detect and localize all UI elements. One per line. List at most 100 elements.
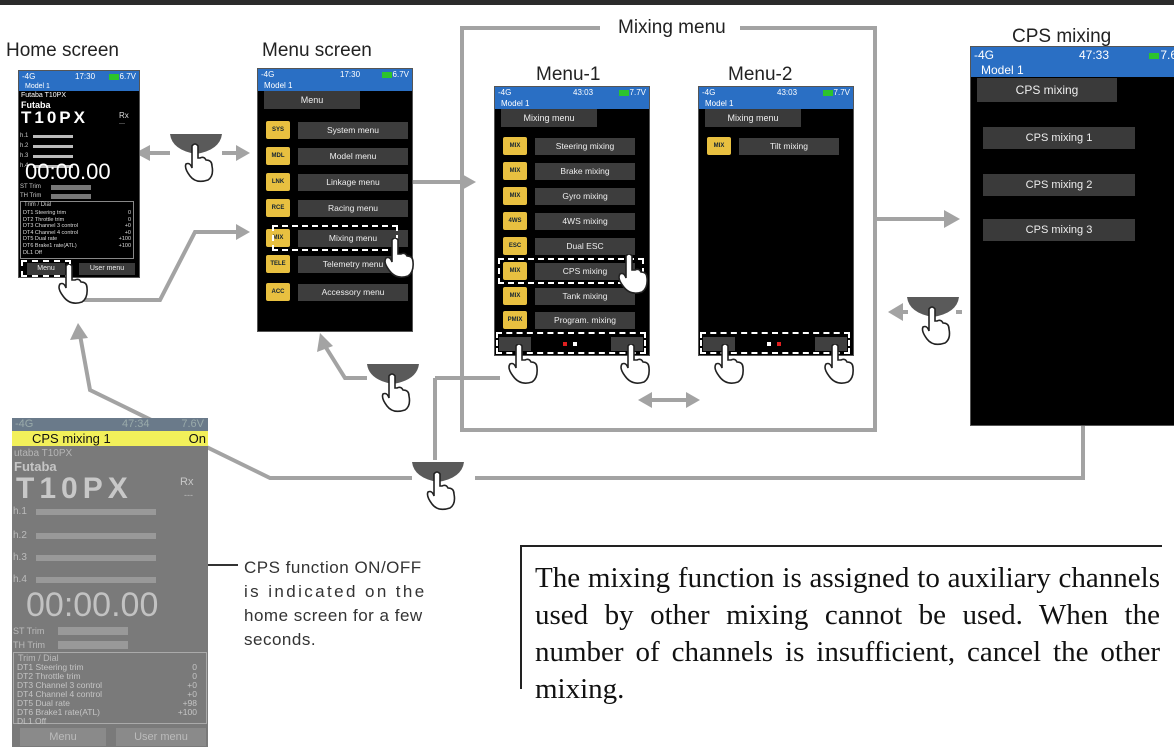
menu-item-system[interactable]: System menu: [298, 122, 408, 139]
telemetry-icon: TELE: [266, 255, 290, 273]
arrow-back-menu: [323, 344, 367, 380]
arrow-home-menu: [82, 230, 240, 302]
rx-label: Rx: [180, 476, 194, 488]
channel-bar: [33, 135, 73, 138]
trim-row: DT4 Channel 4 control+0: [23, 229, 131, 236]
rx-value: ---: [184, 490, 193, 500]
accessory-icon: ACC: [266, 283, 290, 301]
menu-button[interactable]: Menu: [20, 728, 106, 746]
trim-row: DT3 Channel 3 control+0: [23, 223, 131, 230]
trim-row: DL1 Off: [17, 716, 47, 726]
model-name: Model 1: [258, 81, 412, 91]
mixing-menu-title: Mixing menu: [705, 109, 801, 127]
trim-row: DT4 Channel 4 control+0: [17, 689, 197, 699]
model-name: Model 1: [699, 99, 853, 109]
status-signal: -4G: [261, 70, 275, 79]
user-menu-button[interactable]: User menu: [79, 263, 135, 275]
mixing-item-dual-esc[interactable]: Dual ESC: [535, 238, 635, 255]
callout-line: seconds.: [244, 630, 317, 649]
mixing-item-gyro[interactable]: Gyro mixing: [535, 188, 635, 205]
trim-row: DT5 Dual rate+100: [23, 236, 131, 243]
trim-row: DT5 Dual rate+98: [17, 698, 197, 708]
mixing-item-brake[interactable]: Brake mixing: [535, 163, 635, 180]
cps-mixing-1-button[interactable]: CPS mixing 1: [983, 127, 1135, 149]
mixing-item-4ws[interactable]: 4WS mixing: [535, 213, 635, 230]
label-menu-2: Menu-2: [728, 64, 793, 85]
menu-item-model[interactable]: Model menu: [298, 148, 408, 165]
tap-finger-icon: [620, 344, 650, 384]
status-bar: -4G 47:34 7.6V: [12, 418, 208, 431]
menu-item-telemetry[interactable]: Telemetry menu: [298, 256, 408, 273]
prev-page-button[interactable]: [499, 337, 531, 351]
page-dot-active: [563, 342, 567, 346]
tap-hand-icon: [367, 364, 419, 413]
highlight-cps-item: [498, 258, 644, 284]
label-menu-screen: Menu screen: [262, 40, 372, 61]
menu-item-mixing[interactable]: Mixing menu: [298, 230, 408, 247]
status-time: 43:03: [573, 88, 594, 97]
menu-item-accessory[interactable]: Accessory menu: [298, 284, 408, 301]
next-page-button[interactable]: [611, 337, 643, 351]
mixing-item-program[interactable]: Program. mixing: [535, 312, 635, 329]
battery-icon: [822, 89, 833, 96]
next-page-button[interactable]: [815, 337, 847, 351]
brand-logo: Futaba: [21, 100, 51, 110]
st-trim-bar: [58, 627, 128, 635]
model-name: Model 1: [971, 63, 1174, 77]
label-home-screen: Home screen: [6, 40, 119, 61]
arrow-cps-bottom: [475, 420, 1085, 480]
menu-button[interactable]: Menu: [27, 263, 65, 275]
cps-mixing-2-button[interactable]: CPS mixing 2: [983, 174, 1135, 196]
model-logo: T10PX: [16, 472, 133, 505]
th-trim-label: TH Trim: [13, 640, 45, 650]
channel-bar: [33, 155, 73, 158]
battery-icon: [381, 71, 392, 78]
tap-finger-icon: [508, 344, 538, 384]
mixing-item-tilt[interactable]: Tilt mixing: [739, 138, 839, 155]
cps-mixing-3-button[interactable]: CPS mixing 3: [983, 219, 1135, 241]
mixing-item-cps[interactable]: CPS mixing: [535, 263, 635, 280]
user-menu-button[interactable]: User menu: [116, 728, 206, 746]
program-mix-icon: PMIX: [503, 311, 527, 329]
channel-label: h.3: [20, 153, 29, 159]
mixing-item-steering[interactable]: Steering mixing: [535, 138, 635, 155]
callout-text: CPS function ON/OFF is indicated on the …: [244, 556, 427, 652]
model-logo: T10PX: [21, 108, 88, 127]
status-battery: 7.6V: [1149, 47, 1174, 63]
menu-title: Menu: [264, 91, 360, 109]
model-name: Model 1: [495, 99, 649, 109]
mixing-item-tank[interactable]: Tank mixing: [535, 288, 635, 305]
menu-item-racing[interactable]: Racing menu: [298, 200, 408, 217]
menu-item-linkage[interactable]: Linkage menu: [298, 174, 408, 191]
status-battery: 6.7V: [108, 71, 136, 83]
battery-icon: [108, 73, 119, 80]
system-icon: SYS: [266, 121, 290, 139]
st-trim-bar: [51, 185, 91, 190]
tap-finger-icon: [618, 254, 648, 294]
brand-small: Futaba T10PX: [21, 92, 67, 99]
highlight-page-nav: [700, 332, 850, 354]
channel-label: h.4: [20, 163, 29, 169]
linkage-icon: LNK: [266, 173, 290, 191]
model-icon: MDL: [266, 147, 290, 165]
label-cps-mixing: CPS mixing: [1012, 26, 1112, 47]
page-dot-active: [777, 342, 781, 346]
status-battery: 7.7V: [822, 87, 850, 99]
racing-icon: RCE: [266, 199, 290, 217]
cps-title: CPS mixing: [977, 78, 1117, 102]
channel-label: h.2: [20, 143, 29, 149]
tilt-mix-icon: MIX: [707, 137, 731, 155]
model-name: Model 1: [19, 82, 139, 91]
tap-hand-icon: [170, 134, 222, 183]
battery-icon: [618, 89, 629, 96]
status-time: 17:30: [75, 72, 96, 81]
banner-text: CPS mixing 1: [32, 431, 111, 446]
dual-esc-icon: ESC: [503, 237, 527, 255]
mixing-menu-frame: [460, 26, 877, 432]
callout-line: is indicated on the: [244, 582, 427, 601]
